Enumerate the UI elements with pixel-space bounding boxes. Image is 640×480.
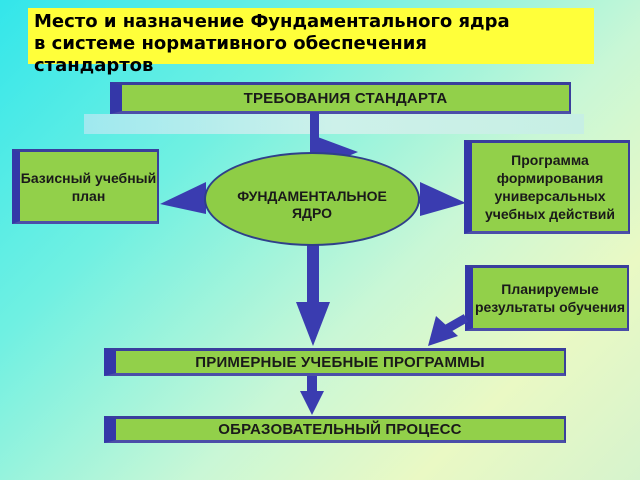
slide-title-text: Место и назначение Фундаментального ядра… [34,11,510,76]
sample-programs-box: ПРИМЕРНЫЕ УЧЕБНЫЕ ПРОГРАММЫ [104,348,566,376]
uud-program-label: Программа формирования универсальных уче… [485,152,615,222]
uud-program-box: Программа формирования универсальных уче… [464,140,630,234]
arrow-core-programs-head [296,302,330,346]
arrow-core-programs-stem [307,240,319,306]
fundamental-core-ellipse: ФУНДАМЕНТАЛЬНОЕ ЯДРО [204,152,420,246]
slide-title: Место и назначение Фундаментального ядра… [28,8,594,76]
planned-results-label: Планируемые результаты обучения [474,281,626,315]
planned-results-box: Планируемые результаты обучения [465,265,629,331]
basic-plan-label: Базисный учебный план [20,169,157,204]
requirements-box: ТРЕБОВАНИЯ СТАНДАРТА [110,82,571,114]
arrow-programs-process-stem [307,376,317,394]
decorative-band [84,114,584,134]
arrow-core-basic-head [160,182,206,214]
requirements-label: ТРЕБОВАНИЯ СТАНДАРТА [243,89,448,107]
educational-process-box: ОБРАЗОВАТЕЛЬНЫЙ ПРОЦЕСС [104,416,566,443]
sample-programs-label: ПРИМЕРНЫЕ УЧЕБНЫЕ ПРОГРАММЫ [195,353,485,371]
arrow-core-uud-head [420,182,466,216]
fundamental-core-label: ФУНДАМЕНТАЛЬНОЕ ЯДРО [237,188,387,221]
arrow-programs-process-head [300,391,324,415]
educational-process-label: ОБРАЗОВАТЕЛЬНЫЙ ПРОЦЕСС [218,421,462,438]
arrow-results-programs-shaft [442,314,469,334]
arrow-results-programs-head [428,316,458,346]
basic-plan-box: Базисный учебный план [12,149,159,224]
